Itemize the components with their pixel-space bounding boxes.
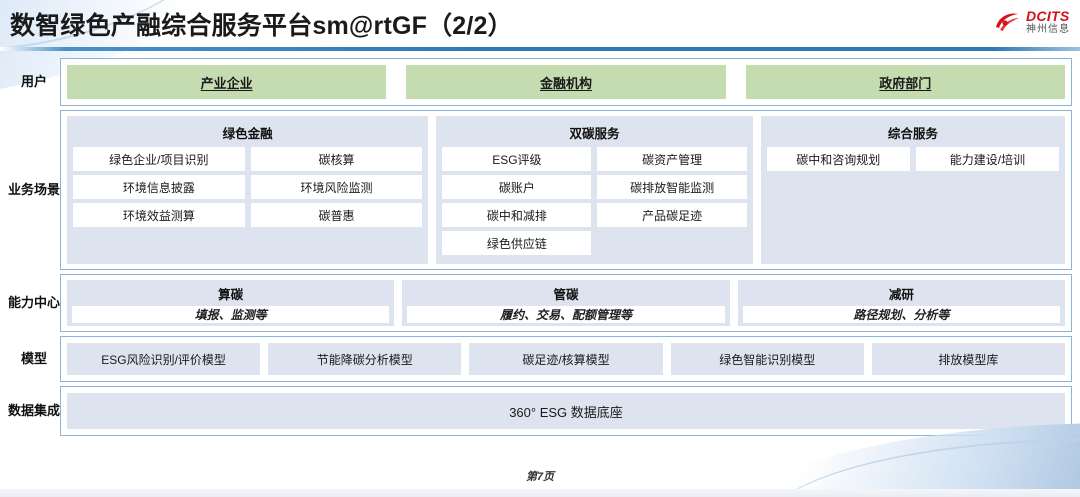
scenario-cell[interactable]: 能力建设/培训 — [915, 147, 1059, 171]
logo-wordmark: DCITS 神州信息 — [1026, 9, 1070, 35]
row-body-data-integration: 360° ESG 数据底座 — [60, 386, 1072, 436]
scenario-cell[interactable]: 环境信息披露 — [73, 175, 245, 199]
user-segment-government[interactable]: 政府部门 — [745, 65, 1065, 99]
slide-header: 数智绿色产融综合服务平台sm@rtGF（2/2） DCITS 神州信息 — [0, 0, 1080, 52]
capability-group-calc-carbon[interactable]: 算碳 填报、监测等 — [67, 280, 395, 326]
row-label-models: 模型 — [20, 350, 47, 366]
capability-group-title: 减研 — [888, 288, 914, 302]
scenario-group-title: 绿色金融 — [222, 127, 273, 141]
page-title: 数智绿色产融综合服务平台sm@rtGF（2/2） — [10, 12, 513, 40]
scenario-group-green-finance: 绿色金融 绿色企业/项目识别 碳核算 环境信息披露 环境风险监测 环境效益测算 … — [67, 116, 429, 264]
logo-sub-text: 神州信息 — [1026, 24, 1070, 35]
row-models: 模型 ESG风险识别/评价模型 节能降碳分析模型 碳足迹/核算模型 绿色智能识别… — [8, 336, 1072, 382]
scenario-group-comprehensive: 综合服务 碳中和咨询规划 能力建设/培训 — [760, 116, 1065, 264]
scenario-cell[interactable]: 碳中和咨询规划 — [766, 147, 910, 171]
scenario-cell[interactable]: 碳资产管理 — [597, 147, 747, 171]
capability-group-subtitle: 路径规划、分析等 — [742, 306, 1060, 323]
row-users: 用户 产业企业 金融机构 政府部门 — [8, 58, 1072, 106]
model-box[interactable]: 碳足迹/核算模型 — [469, 343, 663, 375]
row-data-integration: 数据集成 360° ESG 数据底座 — [8, 386, 1072, 436]
scenario-cell[interactable]: 绿色企业/项目识别 — [73, 147, 245, 171]
row-body-users: 产业企业 金融机构 政府部门 — [60, 58, 1072, 106]
row-body-models: ESG风险识别/评价模型 节能降碳分析模型 碳足迹/核算模型 绿色智能识别模型 … — [60, 336, 1072, 382]
bottom-band — [0, 489, 1080, 497]
capability-group-subtitle: 填报、监测等 — [72, 306, 390, 323]
row-label-users: 用户 — [20, 73, 47, 89]
brand-logo: DCITS 神州信息 — [993, 7, 1070, 37]
scenario-cell[interactable]: 绿色供应链 — [442, 231, 592, 255]
scenario-cell[interactable]: ESG评级 — [442, 147, 592, 171]
data-foundation-box[interactable]: 360° ESG 数据底座 — [67, 393, 1065, 429]
row-capability-center: 能力中心 算碳 填报、监测等 管碳 履约、交易、配额管理等 减研 路径规划、分析… — [8, 274, 1072, 332]
row-label-business-scenarios: 业务场景 — [8, 181, 61, 197]
scenario-cell[interactable]: 碳核算 — [250, 147, 423, 171]
capability-group-manage-carbon[interactable]: 管碳 履约、交易、配额管理等 — [402, 280, 730, 326]
scenario-cell[interactable]: 环境效益测算 — [73, 203, 245, 227]
capability-group-title: 管碳 — [553, 288, 579, 302]
row-body-capability-center: 算碳 填报、监测等 管碳 履约、交易、配额管理等 减研 路径规划、分析等 — [60, 274, 1072, 332]
row-label-capability-center: 能力中心 — [8, 294, 61, 310]
user-segment-industry[interactable]: 产业企业 — [67, 65, 387, 99]
row-body-business-scenarios: 绿色金融 绿色企业/项目识别 碳核算 环境信息披露 环境风险监测 环境效益测算 … — [60, 110, 1072, 270]
scenario-cell[interactable]: 碳账户 — [442, 175, 592, 199]
model-box[interactable]: ESG风险识别/评价模型 — [67, 343, 261, 375]
scenario-group-title: 综合服务 — [887, 127, 938, 141]
row-business-scenarios: 业务场景 绿色金融 绿色企业/项目识别 碳核算 环境信息披露 环境风险监测 环境… — [8, 110, 1072, 270]
user-segment-financial[interactable]: 金融机构 — [406, 65, 726, 99]
scenario-cell[interactable]: 环境风险监测 — [250, 175, 423, 199]
scenario-group-dual-carbon: 双碳服务 ESG评级 碳资产管理 碳账户 碳排放智能监测 碳中和减排 产品碳足迹… — [436, 116, 753, 264]
scenario-cell[interactable]: 碳普惠 — [250, 203, 423, 227]
model-box[interactable]: 排放模型库 — [871, 343, 1066, 375]
capability-group-reduce-research[interactable]: 减研 路径规划、分析等 — [737, 280, 1065, 326]
scenario-group-title: 双碳服务 — [569, 127, 620, 141]
page-number: 第7页 — [525, 471, 555, 483]
scenario-cell[interactable]: 碳中和减排 — [442, 203, 592, 227]
capability-group-title: 算碳 — [218, 288, 244, 302]
header-divider — [0, 47, 1080, 51]
capability-group-subtitle: 履约、交易、配额管理等 — [407, 306, 725, 323]
row-label-data-integration: 数据集成 — [8, 402, 61, 418]
logo-main-text: DCITS — [1026, 8, 1070, 24]
scenario-cell[interactable]: 产品碳足迹 — [597, 203, 747, 227]
dcits-swirl-icon — [993, 10, 1021, 34]
model-box[interactable]: 节能降碳分析模型 — [268, 343, 462, 375]
scenario-cell[interactable]: 碳排放智能监测 — [597, 175, 747, 199]
architecture-grid: 用户 产业企业 金融机构 政府部门 业务场景 绿色金融 绿色企业/项目识别 — [8, 58, 1072, 440]
model-box[interactable]: 绿色智能识别模型 — [670, 343, 864, 375]
